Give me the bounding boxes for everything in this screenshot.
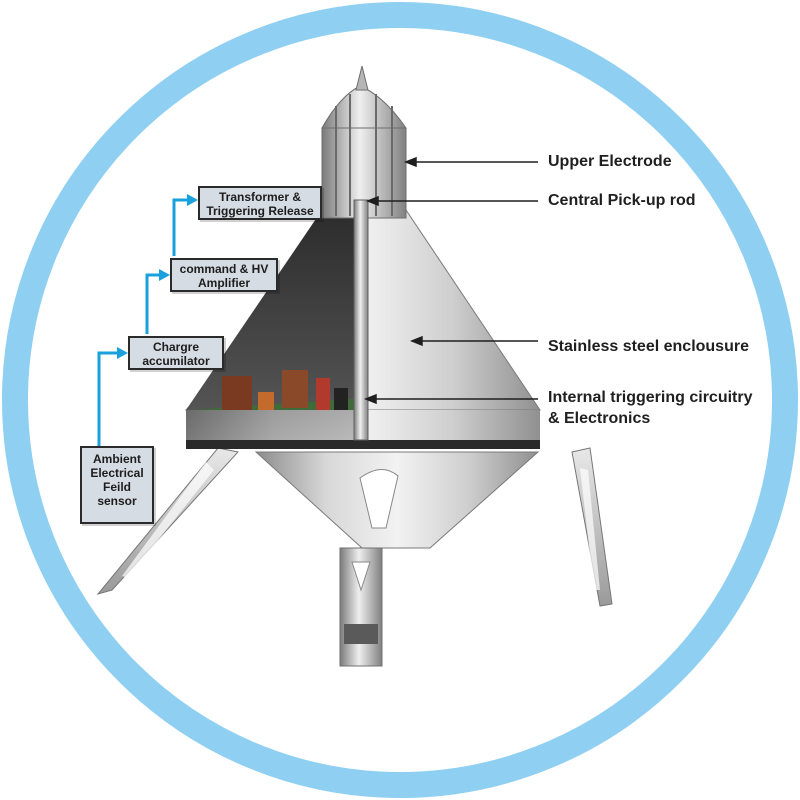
pointer-arrows <box>363 156 538 405</box>
mounting-legs <box>96 447 613 607</box>
charge-accumulator-box: Chargre accumilator <box>128 336 224 370</box>
sensor-line-1: Ambient <box>93 452 141 466</box>
label-upper-electrode: Upper Electrode <box>548 153 672 170</box>
transformer-release-box: Transformer & Triggering Release <box>198 186 322 220</box>
transformer-line-2: Triggering Release <box>206 204 314 218</box>
label-circuitry-line-2: & Electronics <box>548 410 651 427</box>
sensor-line-2: Electrical <box>90 466 144 480</box>
label-circuitry: Internal triggering circuitry & Electron… <box>548 387 752 429</box>
accumulator-line-1: Chargre <box>152 340 199 354</box>
central-pickup-rod <box>353 199 369 441</box>
lower-cone <box>254 451 540 549</box>
label-enclosure: Stainless steel enclousure <box>548 338 749 355</box>
amplifier-line-2: Amplifier <box>197 276 250 290</box>
chain-arrowheads <box>117 194 198 359</box>
rim-band <box>186 440 540 449</box>
sensor-line-3: Feild <box>102 480 131 494</box>
label-circuitry-line-1: Internal triggering circuitry <box>548 389 753 406</box>
transformer-line-1: Transformer & <box>218 190 302 204</box>
amplifier-line-1: command & HV <box>179 262 269 276</box>
sensor-line-4: sensor <box>97 494 137 508</box>
accumulator-line-2: accumilator <box>142 354 210 368</box>
lower-cone-window <box>359 469 399 529</box>
label-central-pickup-rod: Central Pick-up rod <box>548 192 696 209</box>
field-sensor-box: Ambient Electrical Feild sensor <box>80 446 154 524</box>
chain-connectors <box>97 198 188 446</box>
hv-amplifier-box: command & HV Amplifier <box>170 258 278 292</box>
